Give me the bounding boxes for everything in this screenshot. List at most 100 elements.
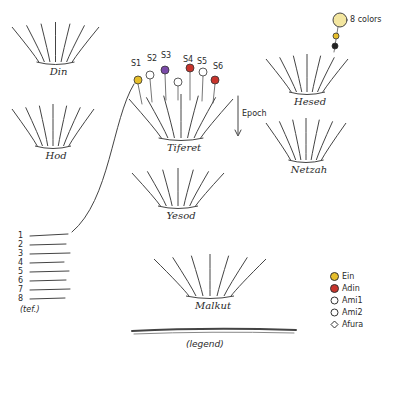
sefira-fan: Din <box>8 18 109 77</box>
legend-text: Adin <box>342 285 360 293</box>
list-number: 7 <box>18 286 23 294</box>
fan-line <box>181 94 182 138</box>
legend-item: Ami1 <box>330 296 363 305</box>
fan-line <box>306 118 307 160</box>
fan-line <box>164 96 175 138</box>
color-note: 8 colors <box>350 16 382 24</box>
sefira-name: Netzah <box>262 164 356 175</box>
fan-line <box>186 296 234 299</box>
fan-outline <box>8 100 98 150</box>
fan-line <box>12 27 39 62</box>
fan-line <box>53 104 54 146</box>
legend-item: Ein <box>330 272 354 281</box>
fan-outline <box>262 50 352 96</box>
legend-text: Afura <box>342 321 363 329</box>
list-lines <box>30 234 70 299</box>
dot-label: S1 <box>131 60 141 68</box>
legend-bar <box>132 329 296 331</box>
dot-label: S4 <box>183 56 193 64</box>
legend-caption: (legend) <box>186 340 224 349</box>
fan-line <box>321 123 346 160</box>
fan-line <box>323 59 348 92</box>
fan-line <box>266 123 291 160</box>
tiferet-dots <box>134 33 339 86</box>
legend-swatch <box>330 284 339 293</box>
fan-line <box>266 59 291 92</box>
legend-shape <box>330 320 339 329</box>
fan-line <box>154 259 189 296</box>
fan-line <box>26 107 43 146</box>
legend-text: Ein <box>342 273 354 281</box>
legend-swatch <box>330 272 339 281</box>
fan-line <box>210 254 211 296</box>
sefira-fan: Hod <box>8 100 104 161</box>
legend-shape <box>330 296 339 305</box>
list-number: 8 <box>18 295 23 303</box>
fan-line <box>129 99 161 138</box>
sefira-fan: Yesod <box>128 164 234 221</box>
fan-line <box>279 121 295 160</box>
list-number: 4 <box>18 259 23 267</box>
fan-line <box>201 99 233 138</box>
list-number: 3 <box>18 250 23 258</box>
sefira-fan: Malkut <box>150 250 276 311</box>
legend-shape <box>330 308 339 317</box>
sefira-fan: Netzah <box>262 114 356 175</box>
sefira-name: Hesed <box>262 96 358 107</box>
fan-line <box>307 54 308 92</box>
fan-line <box>41 24 50 62</box>
fan-line <box>12 109 37 146</box>
legend-bar <box>134 332 294 334</box>
fan-line <box>55 22 56 62</box>
fan-line <box>178 168 179 206</box>
arrow-label: Epoch <box>242 110 267 118</box>
dot-label: S5 <box>197 58 207 66</box>
fan-outline <box>150 250 270 300</box>
fan-line <box>289 92 325 95</box>
dot-stems <box>138 72 215 104</box>
fan-line <box>158 206 198 209</box>
legend-item: Adin <box>330 284 360 293</box>
color-circle <box>333 13 347 27</box>
sefira-fan: Tiferet <box>125 90 243 153</box>
list-number: 6 <box>18 277 23 285</box>
sefira-name: Yesod <box>128 210 234 221</box>
fan-outline <box>125 90 237 142</box>
sefira-name: Din <box>8 66 109 77</box>
fan-line <box>159 138 204 141</box>
fan-line <box>293 120 301 160</box>
fan-line <box>132 173 161 206</box>
sefira-fan: Hesed <box>262 50 358 107</box>
list-number: 5 <box>18 268 23 276</box>
fan-line <box>147 171 166 206</box>
dot-label: S2 <box>147 55 157 63</box>
leader-curve <box>72 84 134 232</box>
fan-line <box>27 25 45 62</box>
fan-line <box>196 173 225 206</box>
fan-line <box>37 62 75 65</box>
epoch-arrow <box>238 96 239 134</box>
fan-line <box>72 27 99 62</box>
fan-line <box>288 160 323 163</box>
legend-item: Afura <box>330 320 363 329</box>
sefira-name: Tiferet <box>125 142 243 153</box>
fan-outline <box>8 18 103 66</box>
fan-line <box>173 257 196 296</box>
fan-line <box>163 170 173 206</box>
sefira-name: Hod <box>8 150 104 161</box>
list-note: (tef.) <box>20 306 40 314</box>
arrowhead <box>235 130 241 136</box>
fan-line <box>69 109 94 146</box>
list-number: 1 <box>18 232 23 240</box>
fan-line <box>231 259 266 296</box>
fan-line <box>293 56 301 92</box>
legend-text: Ami2 <box>342 309 363 317</box>
dot-label: S3 <box>161 52 171 60</box>
dot-label: S6 <box>213 63 223 71</box>
sefira-name: Malkut <box>150 300 276 311</box>
fan-line <box>35 146 71 149</box>
fan-line <box>39 106 47 146</box>
fan-outline <box>262 114 350 164</box>
fan-line <box>146 97 168 138</box>
list-number: 2 <box>18 241 23 249</box>
